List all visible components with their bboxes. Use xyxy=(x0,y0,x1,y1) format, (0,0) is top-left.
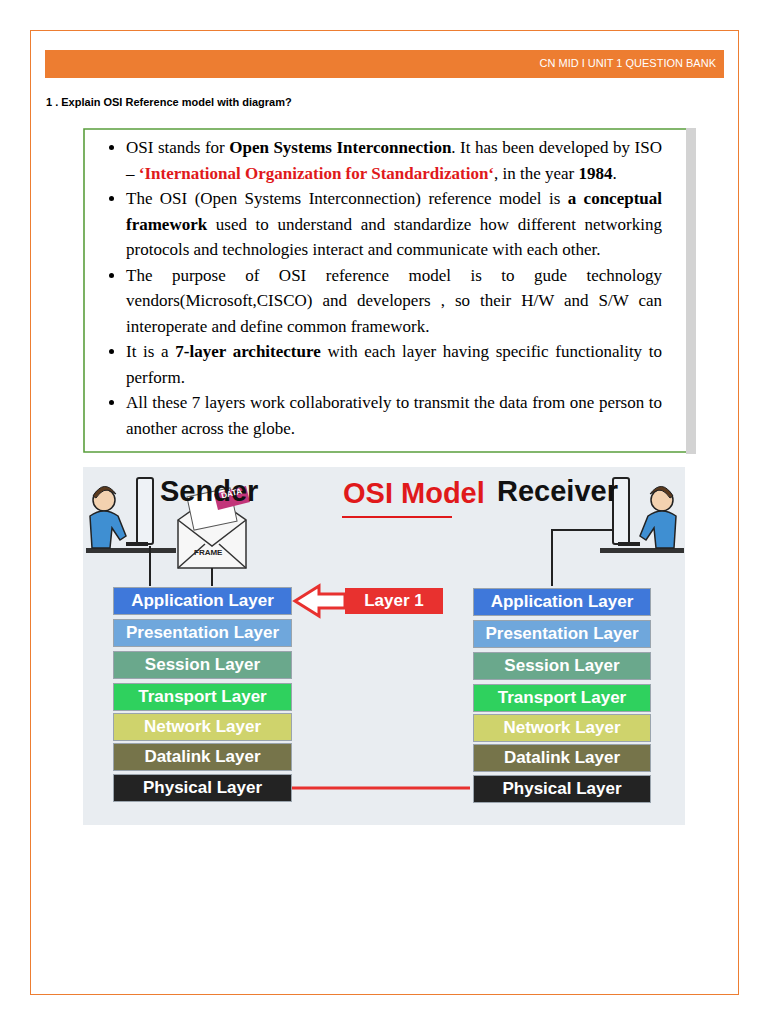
bullet-text: used to understand and standardize how d… xyxy=(126,215,662,260)
header-bar xyxy=(45,50,724,78)
layer-name: Application Layer xyxy=(491,592,634,612)
layer-name: Application Layer xyxy=(131,591,274,611)
bullet-text: ‘International Organization for Standard… xyxy=(139,164,494,183)
bullet-item: It is a 7-layer architecture with each l… xyxy=(126,339,662,390)
layer-box: Presentation Layer xyxy=(473,620,651,648)
layer-box: Network Layer xyxy=(113,713,292,741)
bullet-item: The OSI (Open Systems Interconnection) r… xyxy=(126,186,662,263)
layer-name: Transport Layer xyxy=(138,687,267,707)
bullet-text: The purpose of OSI reference model is to… xyxy=(126,266,662,336)
diagram-title: OSI Model xyxy=(343,477,485,510)
header-title: CN MID I UNIT 1 QUESTION BANK xyxy=(540,57,716,69)
layer-name: Presentation Layer xyxy=(126,623,279,643)
bullet-text: All these 7 layers work collaboratively … xyxy=(126,393,662,438)
layer-box: Session Layer xyxy=(473,652,651,680)
diagram-ground xyxy=(83,467,685,825)
receiver-label: Receiver xyxy=(497,475,618,508)
layer-box: Application Layer xyxy=(473,588,651,616)
envelope-frame: FRAME xyxy=(194,548,222,557)
title-underline xyxy=(342,516,452,518)
layer-name: Network Layer xyxy=(144,717,261,737)
layer-name: Transport Layer xyxy=(498,688,627,708)
bullet-text: , in the year xyxy=(494,164,574,183)
bullet-box-border xyxy=(84,129,686,452)
layer-name: Network Layer xyxy=(503,718,620,738)
layer-box: Session Layer xyxy=(113,651,292,679)
bullet-text: . xyxy=(613,164,617,183)
bullet-text: The OSI (Open Systems Interconnection) r… xyxy=(126,189,560,208)
layer-name: Session Layer xyxy=(145,655,260,675)
bullet-item: OSI stands for Open Systems Interconnect… xyxy=(126,135,662,186)
bullet-box: OSI stands for Open Systems Interconnect… xyxy=(84,129,670,441)
bullet-item: The purpose of OSI reference model is to… xyxy=(126,263,662,340)
box-shadow xyxy=(686,128,696,454)
layer-name: Datalink Layer xyxy=(144,747,260,767)
sender-label: Sender xyxy=(160,475,258,508)
bullet-item: All these 7 layers work collaboratively … xyxy=(126,390,662,441)
layer-box: Transport Layer xyxy=(473,684,651,712)
layer-box: Application Layer xyxy=(113,587,292,615)
callout-arrow xyxy=(295,586,345,616)
question-heading: 1 . Explain OSI Reference model with dia… xyxy=(46,96,292,108)
layer-box: Datalink Layer xyxy=(473,744,651,772)
bullet-text: Open Systems Interconnection xyxy=(229,138,451,157)
layer-box: Physical Layer xyxy=(113,774,292,802)
layer-name: Session Layer xyxy=(504,656,619,676)
layer-box: Transport Layer xyxy=(113,683,292,711)
bullet-text: OSI stands for xyxy=(126,138,225,157)
callout-arrow xyxy=(292,787,470,790)
layer-box: Network Layer xyxy=(473,714,651,742)
layer-box: Physical Layer xyxy=(473,775,651,803)
bullet-text: 7-layer architecture xyxy=(175,342,320,361)
layer-name: Layer 1 xyxy=(364,591,424,611)
layer-name: Physical Layer xyxy=(143,778,262,798)
layer-box: Presentation Layer xyxy=(113,619,292,647)
layer-name: Presentation Layer xyxy=(485,624,638,644)
layer-name: Physical Layer xyxy=(502,779,621,799)
layer-callout: Layer 1 xyxy=(345,588,443,614)
page-frame xyxy=(31,31,739,995)
layer-name: Datalink Layer xyxy=(504,748,620,768)
layer-box: Datalink Layer xyxy=(113,743,292,771)
bullet-text: It is a xyxy=(126,342,169,361)
bullet-list: OSI stands for Open Systems Interconnect… xyxy=(84,135,670,441)
bullet-text: 1984 xyxy=(579,164,613,183)
